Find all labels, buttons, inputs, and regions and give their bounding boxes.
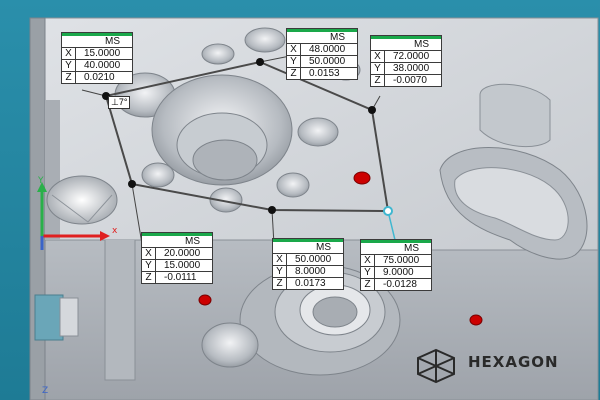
axis-label: Y [371,63,385,74]
measure-point[interactable] [383,206,393,216]
axis-value: 50.0000 [309,56,346,67]
axis-label: Y [361,267,375,278]
axis-label: Y [287,56,301,67]
axis-value: 72.0000 [393,51,430,62]
side-block [34,294,64,341]
callout-title: MS [361,243,431,255]
axis-value: 75.0000 [383,255,420,266]
measurement-callout-1[interactable]: MS X 15.0000 Y 40.0000 Z 0.0210 [61,32,133,84]
callout-title: MS [287,32,357,44]
axis-label: Z [287,68,301,79]
axis-value: -0.0128 [383,279,417,290]
target-marker-1[interactable] [353,171,371,185]
measurement-callout-6[interactable]: MS X 75.0000 Y 9.0000 Z -0.0128 [360,239,432,291]
axis-z-label: Z [42,386,49,396]
axis-label: X [287,44,301,55]
axis-value: 15.0000 [84,48,121,59]
callout-bar [273,239,343,242]
axis-value: 0.0153 [309,68,340,79]
axis-value: 40.0000 [84,60,121,71]
axis-value: 48.0000 [309,44,346,55]
axis-label: X [361,255,375,266]
measure-point[interactable] [368,106,376,114]
measurement-callout-5[interactable]: MS X 50.0000 Y 8.0000 Z 0.0173 [272,238,344,290]
axis-label: X [142,248,156,259]
callout-bar [371,36,441,39]
axis-value: 9.0000 [383,267,414,278]
hexagon-logo-icon [417,348,455,384]
callout-bar [287,29,357,32]
axis-value: 15.0000 [164,260,201,271]
axis-value: 50.0000 [295,254,332,265]
axis-value: 8.0000 [295,266,326,277]
axis-label: X [371,51,385,62]
axis-label: Z [361,279,375,290]
axis-value: 0.0173 [295,278,326,289]
axis-value: 0.0210 [84,72,115,83]
callout-bar [361,240,431,243]
axis-label: Z [62,72,76,83]
axis-value: 38.0000 [393,63,430,74]
callout-title: MS [62,36,132,48]
target-marker-3[interactable] [469,314,483,326]
measurement-callout-2[interactable]: MS X 48.0000 Y 50.0000 Z 0.0153 [286,28,358,80]
measure-point[interactable] [256,58,264,66]
axis-triad [37,182,110,250]
axis-label: Y [62,60,76,71]
axis-label: X [62,48,76,59]
measure-point[interactable] [128,180,136,188]
axis-label: Z [273,278,287,289]
callout-title: MS [142,236,212,248]
angle-annotation[interactable]: ⊥7° [108,96,131,109]
callout-bar [62,33,132,36]
axis-value: -0.0070 [393,75,427,86]
axis-label: Z [142,272,156,283]
axis-x-label: x [112,226,118,236]
axis-value: 20.0000 [164,248,201,259]
brand-logo-text: HEXAGON [468,353,559,371]
axis-y-label: Y [38,176,44,186]
callout-title: MS [371,39,441,51]
measurement-callout-3[interactable]: MS X 72.0000 Y 38.0000 Z -0.0070 [370,35,442,87]
axis-label: X [273,254,287,265]
axis-value: -0.0111 [164,272,197,283]
measurement-callout-4[interactable]: MS X 20.0000 Y 15.0000 Z -0.0111 [141,232,213,284]
target-marker-2[interactable] [198,294,212,306]
axis-label: Y [142,260,156,271]
callout-bar [142,233,212,236]
axis-label: Z [371,75,385,86]
callout-title: MS [273,242,343,254]
axis-label: Y [273,266,287,277]
measure-point[interactable] [268,206,276,214]
